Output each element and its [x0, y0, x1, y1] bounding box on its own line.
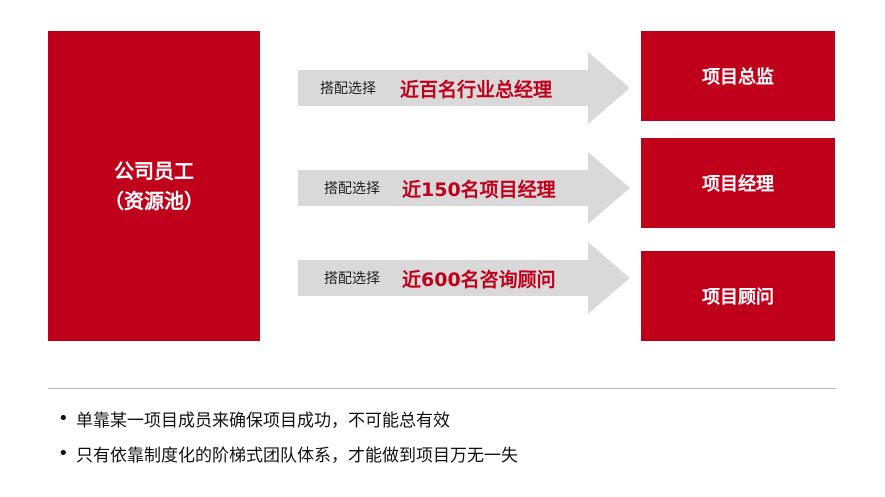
arrow-row-1: 搭配选择 近百名行业总经理	[298, 52, 630, 124]
divider	[48, 388, 836, 389]
arrow-shape-icon	[298, 242, 630, 314]
target-box-manager: 项目经理	[641, 138, 835, 228]
resource-pool-title: 公司员工	[114, 159, 194, 183]
arrow-shape-icon	[298, 152, 630, 224]
resource-pool-subtitle: （资源池）	[104, 189, 204, 213]
target-box-consultant: 项目顾问	[641, 251, 835, 341]
bullet-icon: •	[58, 408, 69, 429]
bullet-text: 单靠某一项目成员来确保项目成功，不可能总有效	[76, 411, 450, 431]
count-label: 近150名项目经理	[402, 178, 556, 201]
pair-label: 搭配选择	[324, 181, 380, 197]
bullet-item-2: • 只有依靠制度化的阶梯式团队体系，才能做到项目万无一失	[58, 441, 518, 466]
bullet-icon: •	[58, 443, 69, 464]
pair-label: 搭配选择	[320, 81, 376, 97]
bullet-item-1: • 单靠某一项目成员来确保项目成功，不可能总有效	[58, 406, 450, 431]
bullet-text: 只有依靠制度化的阶梯式团队体系，才能做到项目万无一失	[76, 446, 518, 466]
target-box-director: 项目总监	[641, 31, 835, 121]
count-label: 近百名行业总经理	[400, 78, 553, 101]
resource-pool-box: 公司员工 （资源池）	[48, 31, 260, 341]
arrow-row-3: 搭配选择 近600名咨询顾问	[298, 242, 630, 314]
pair-label: 搭配选择	[324, 271, 380, 287]
arrow-shape-icon	[298, 52, 630, 124]
count-label: 近600名咨询顾问	[402, 268, 556, 291]
arrow-row-2: 搭配选择 近150名项目经理	[298, 152, 630, 224]
